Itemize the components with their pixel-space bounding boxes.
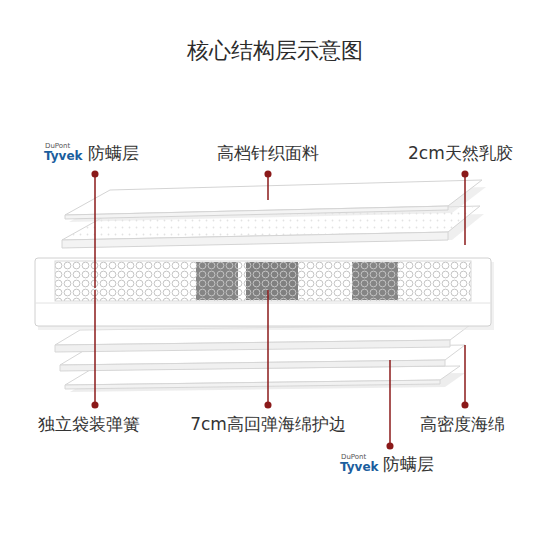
layer-label: 高密度海绵 [420,414,505,434]
layer-label: 防螨层 [383,454,434,474]
layer-label: 防螨层 [88,143,139,163]
diagram-title: 核心结构层示意图 [187,38,363,64]
brand-logo: Tyvek [44,149,83,163]
brand-logo: Tyvek [340,460,379,474]
layer-label: 独立袋装弹簧 [38,414,140,434]
layer-label: 高档针织面料 [217,143,319,163]
layer-label: 2cm天然乳胶 [408,143,513,163]
layer-label: 7cm高回弹海绵护边 [190,414,346,434]
